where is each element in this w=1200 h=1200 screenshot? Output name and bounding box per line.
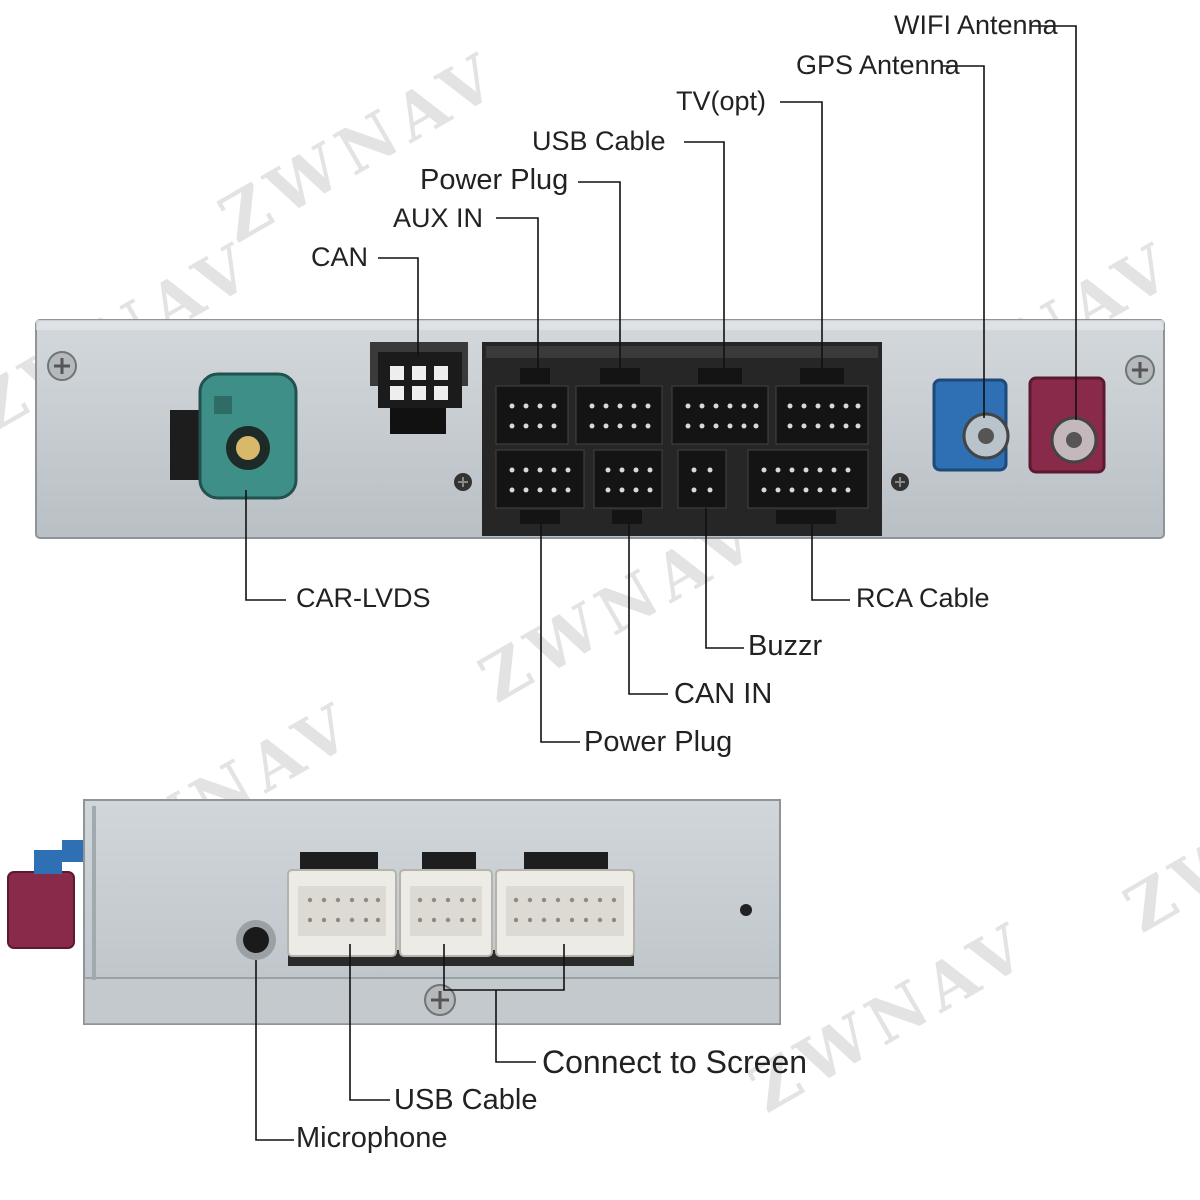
microphone-jack (236, 920, 276, 960)
port-usb-cable (671, 368, 769, 445)
port-tv (775, 368, 869, 445)
label-usb-cable-side: USB Cable (394, 1084, 538, 1116)
label-car-lvds: CAR-LVDS (296, 583, 431, 613)
wifi-antenna-connector (1028, 376, 1106, 474)
port-power-plug-bottom (495, 449, 585, 524)
top-unit (35, 319, 1165, 539)
label-usb-cable: USB Cable (532, 126, 666, 156)
screw-icon (424, 984, 456, 1016)
label-gps-antenna: GPS Antenna (796, 50, 960, 80)
leader-lines-side (255, 944, 565, 1141)
screw-icon (891, 473, 909, 491)
gps-antenna-connector (932, 378, 1010, 472)
label-wifi-antenna: WIFI Antenna (894, 10, 1058, 40)
label-power-plug-bottom: Power Plug (584, 726, 733, 758)
screw-icon (47, 351, 77, 381)
label-tv: TV(opt) (676, 86, 767, 116)
screen-connector-2 (495, 869, 635, 957)
label-can-in: CAN IN (674, 678, 773, 710)
usb-cable-connector (287, 869, 397, 957)
side-unit (7, 799, 781, 1025)
leader-lines-top (245, 25, 1077, 743)
port-buzzer (677, 449, 727, 509)
car-lvds-connector (170, 372, 298, 500)
port-rca-cable (747, 449, 869, 524)
label-power-plug-top: Power Plug (420, 164, 569, 196)
label-buzzr: Buzzr (748, 630, 823, 662)
screen-connector-1 (399, 869, 493, 957)
screw-icon (454, 473, 472, 491)
label-microphone: Microphone (296, 1122, 448, 1154)
can-connector (370, 342, 468, 434)
screw-icon (1125, 355, 1155, 385)
port-power-plug-top (575, 368, 663, 445)
port-aux-in (495, 368, 569, 445)
port-can-in (593, 449, 663, 524)
label-aux-in: AUX IN (393, 203, 484, 233)
label-rca-cable: RCA Cable (856, 583, 990, 613)
harness-block (482, 342, 882, 536)
label-connect-to-screen: Connect to Screen (542, 1044, 808, 1080)
label-can: CAN (311, 242, 369, 272)
screw-hole (740, 904, 752, 916)
